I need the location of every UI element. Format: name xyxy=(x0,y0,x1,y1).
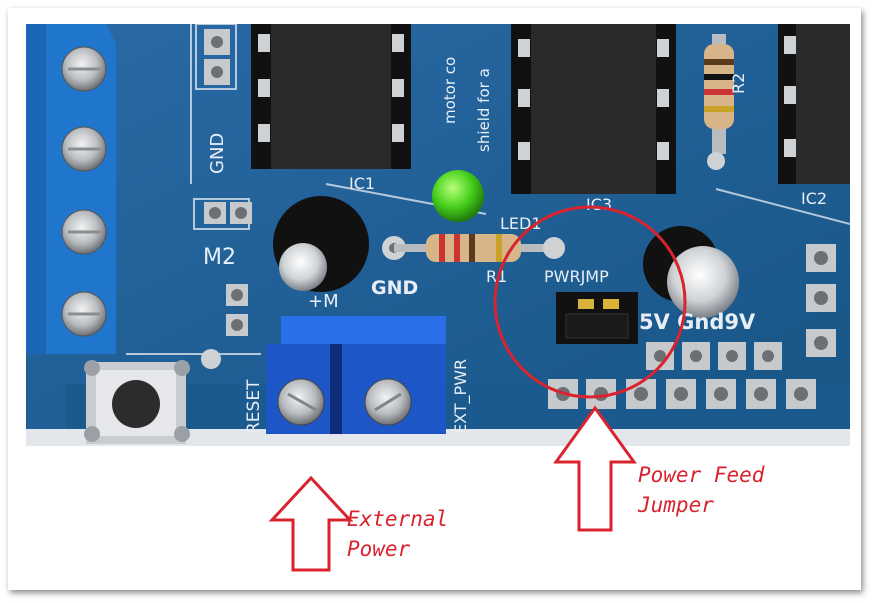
jumper-highlight-circle xyxy=(493,205,687,399)
label-reset: RESET xyxy=(244,379,264,434)
power-jumper xyxy=(556,292,638,344)
label-r2: R2 xyxy=(729,73,748,94)
external-power-terminal xyxy=(266,316,446,434)
label-plus-m: +M xyxy=(308,291,339,312)
external-power-label: External Power xyxy=(347,507,449,561)
resistor-r1 xyxy=(382,234,565,262)
label-ic2: IC2 xyxy=(801,189,827,208)
label-gnd-left: GND xyxy=(207,133,228,174)
resistor-r2 xyxy=(704,34,734,170)
capacitor-left xyxy=(273,196,369,292)
header-pins-top xyxy=(204,29,230,85)
left-terminal-block xyxy=(26,24,116,354)
label-r1: R1 xyxy=(486,267,507,286)
ic3-chip xyxy=(511,24,676,194)
label-motor-text-1: motor co xyxy=(441,57,459,124)
label-pwrjmp: PWRJMP xyxy=(544,267,609,286)
power-feed-arrow xyxy=(553,405,637,532)
ic2-chip xyxy=(778,24,850,184)
label-motor-text-2: shield for a xyxy=(475,68,493,152)
external-power-arrow xyxy=(268,475,354,572)
motor-shield-photo: GND M2 IC1 IC3 IC2 LED1 R1 R2 +M GND RES… xyxy=(26,24,850,446)
power-feed-jumper-label: Power Feed Jumper xyxy=(638,463,765,517)
label-voltage-row: 5V Gnd9V xyxy=(639,310,756,334)
label-ic1: IC1 xyxy=(349,174,375,193)
header-pins-left xyxy=(204,202,252,336)
label-gnd-center: GND xyxy=(371,277,418,299)
ic1-chip xyxy=(251,24,411,169)
label-m2: M2 xyxy=(203,245,236,270)
reset-button xyxy=(84,349,221,444)
green-led xyxy=(432,170,484,222)
label-ext-pwr: EXT_PWR xyxy=(451,359,471,434)
